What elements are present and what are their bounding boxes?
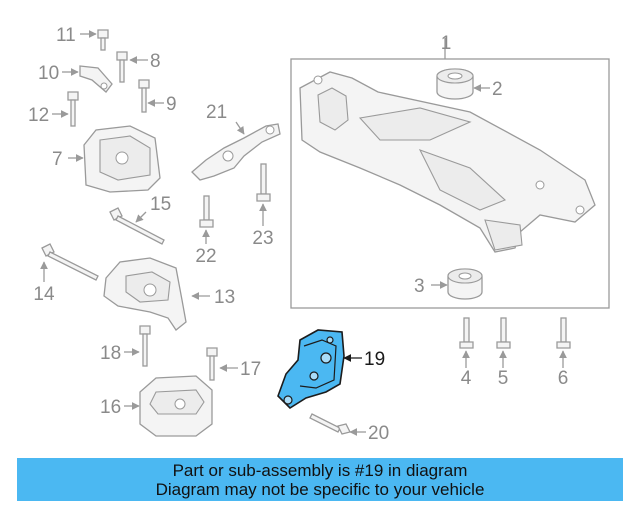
bracket-21[interactable] (191, 123, 281, 181)
mount-16[interactable] (139, 375, 213, 437)
label-part-17: 17 (240, 359, 261, 380)
label-part-4: 4 (461, 368, 472, 389)
bolt-4[interactable] (459, 317, 474, 349)
long-bolt-14[interactable] (41, 243, 99, 281)
bolt-5[interactable] (496, 317, 511, 349)
label-part-23: 23 (252, 228, 273, 249)
label-part-9: 9 (166, 94, 177, 115)
bushing-2[interactable] (436, 68, 474, 100)
label-part-16: 16 (100, 397, 121, 418)
bolt-9[interactable] (138, 79, 150, 113)
bushing-3[interactable] (447, 268, 483, 300)
bolt-15[interactable] (109, 207, 165, 245)
caption-line-1: Part or sub-assembly is #19 in diagram (172, 460, 468, 480)
label-part-3: 3 (414, 276, 425, 297)
label-part-14: 14 (33, 284, 55, 305)
bolt-23[interactable] (256, 163, 271, 202)
label-part-7: 7 (52, 149, 63, 170)
mount-13[interactable] (103, 257, 187, 331)
label-part-1: 1 (441, 33, 452, 54)
label-part-22: 22 (195, 246, 216, 267)
label-part-20: 20 (368, 423, 389, 444)
bolt-18[interactable] (139, 325, 151, 367)
bolt-6[interactable] (556, 317, 571, 349)
bracket-10[interactable] (79, 65, 113, 93)
bolt-17[interactable] (206, 347, 218, 381)
label-part-6: 6 (558, 368, 569, 389)
label-part-2: 2 (492, 79, 503, 100)
label-part-10: 10 (38, 63, 59, 84)
bolt-20[interactable] (309, 413, 351, 435)
bolt-11[interactable] (97, 29, 109, 51)
bolt-8[interactable] (116, 51, 128, 83)
label-part-11: 11 (56, 25, 76, 46)
label-part-19: 19 (364, 349, 385, 370)
label-part-12: 12 (28, 105, 49, 126)
label-part-8: 8 (150, 51, 161, 72)
bolt-22[interactable] (199, 195, 214, 228)
subframe-part[interactable] (299, 71, 596, 253)
label-part-5: 5 (498, 368, 509, 389)
bracket-19-highlighted[interactable] (277, 329, 345, 410)
engine-mount-7[interactable] (83, 125, 161, 193)
label-part-13: 13 (214, 287, 235, 308)
caption-banner: Part or sub-assembly is #19 in diagram D… (17, 458, 623, 501)
caption-line-2: Diagram may not be specific to your vehi… (155, 479, 485, 499)
label-part-18: 18 (100, 343, 121, 364)
subframe-box (290, 38, 610, 309)
label-part-15: 15 (150, 194, 171, 215)
bolt-12[interactable] (67, 91, 79, 127)
label-part-21: 21 (206, 102, 227, 123)
